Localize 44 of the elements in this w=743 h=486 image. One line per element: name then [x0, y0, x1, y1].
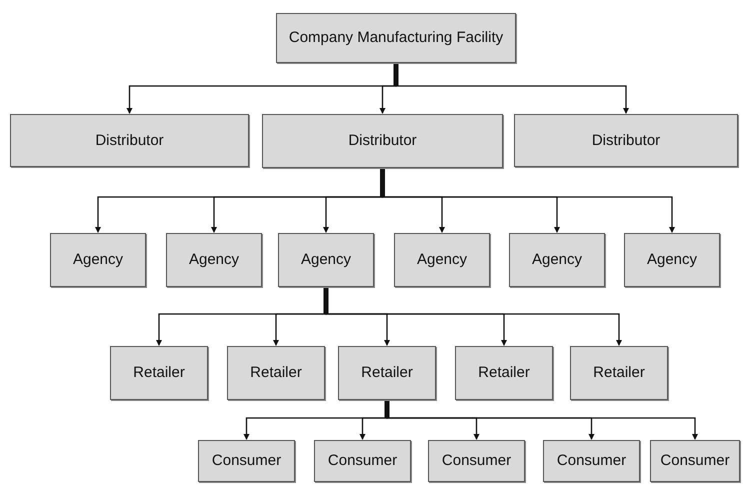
- box-label: Distributor: [348, 132, 417, 150]
- trunk-line: [324, 287, 328, 314]
- box-label: Consumer: [556, 452, 626, 470]
- org-box: [50, 233, 146, 287]
- org-box: [650, 440, 740, 482]
- box-label: Retailer: [133, 364, 185, 382]
- box-label: Agency: [532, 251, 582, 269]
- org-box: [262, 114, 503, 168]
- org-box: [428, 440, 525, 482]
- org-box: [514, 114, 738, 167]
- trunk-line: [380, 168, 385, 197]
- org-box: [10, 114, 249, 167]
- org-box: [394, 233, 490, 287]
- org-box: [278, 233, 374, 287]
- org-box: [338, 346, 436, 400]
- org-box: [227, 346, 325, 400]
- org-box: [543, 440, 640, 482]
- box-label: Agency: [300, 251, 352, 269]
- org-box: [276, 13, 516, 63]
- box-label: Retailer: [250, 364, 302, 382]
- org-box: [624, 233, 720, 287]
- org-box: [455, 346, 553, 400]
- box-label: Consumer: [660, 452, 730, 470]
- trunk-line: [394, 63, 398, 86]
- box-label: Agency: [416, 251, 468, 269]
- org-box: [166, 233, 262, 287]
- box-label: Retailer: [361, 364, 413, 382]
- trunk-line: [384, 400, 390, 418]
- box-label: Consumer: [328, 452, 398, 470]
- box-label: Consumer: [212, 452, 282, 470]
- org-box: [570, 346, 668, 400]
- org-box: [198, 440, 295, 482]
- org-box: [509, 233, 605, 287]
- box-label: Agency: [646, 251, 698, 269]
- org-box: [110, 346, 208, 400]
- box-label: Agency: [188, 251, 240, 269]
- box-label: Company Manufacturing Facility: [288, 29, 504, 47]
- box-label: Retailer: [593, 364, 645, 382]
- box-label: Agency: [72, 251, 124, 269]
- box-label: Consumer: [442, 452, 512, 470]
- org-box: [314, 440, 411, 482]
- box-label: Distributor: [95, 132, 164, 150]
- box-label: Distributor: [592, 132, 660, 150]
- box-label: Retailer: [478, 364, 530, 382]
